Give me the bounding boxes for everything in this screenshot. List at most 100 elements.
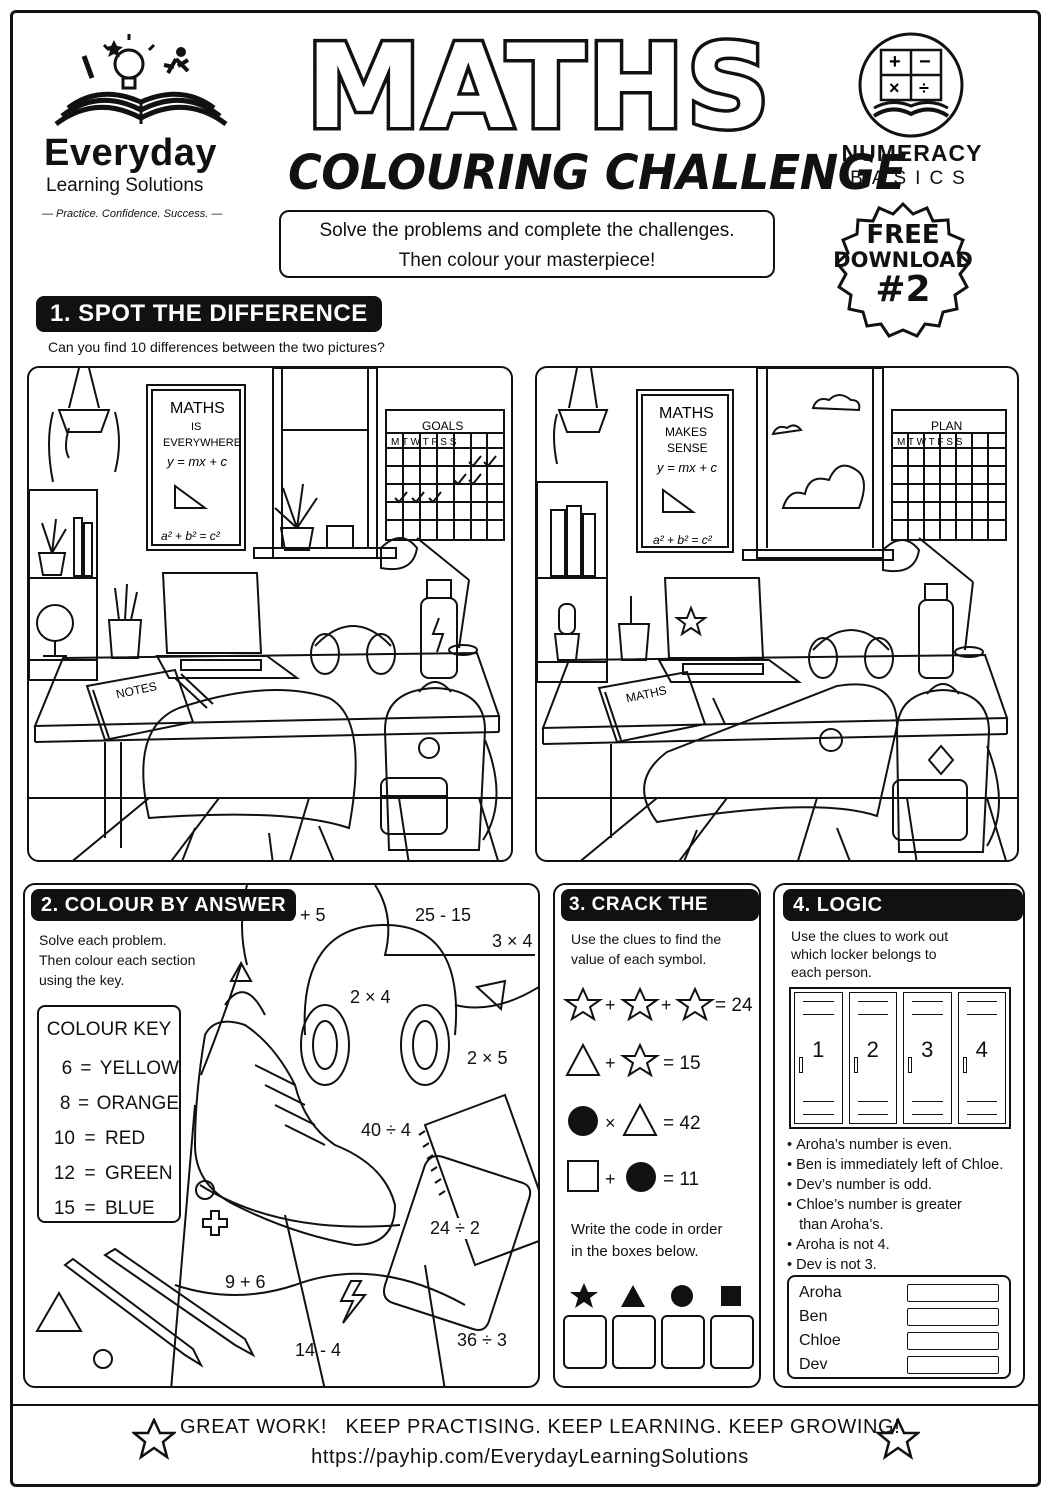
section4-panel: 4. LOGIC CHALLENGE Use the clues to work…: [773, 883, 1025, 1388]
star-icon: [876, 1418, 920, 1460]
locker-number: 1: [812, 1037, 825, 1062]
star-icon: [570, 1283, 598, 1308]
problem-1: 3 + 5: [285, 905, 326, 925]
intro-box: Solve the problems and complete the chal…: [279, 210, 775, 278]
s3-write-1: Write the code in order: [571, 1221, 723, 1238]
square-icon: [721, 1286, 741, 1306]
section3-instruction: Use the clues to find the value of each …: [571, 929, 721, 969]
problem-3: 3 × 4: [492, 931, 533, 951]
svg-text:M T W T F S S: M T W T F S S: [897, 437, 963, 448]
colour-key-title: COLOUR KEY: [46, 1019, 172, 1040]
section1-instruction: Can you find 10 differences between the …: [48, 339, 385, 355]
right-poster-line3: SENSE: [667, 441, 708, 455]
svg-text:y = mx + c: y = mx + c: [166, 454, 227, 469]
circle-icon: [626, 1162, 656, 1192]
logo-name: Everyday: [44, 132, 218, 174]
locker: 3: [903, 992, 952, 1124]
code-order-symbols: [570, 1283, 741, 1308]
svg-text:×: ×: [889, 78, 900, 98]
s4-instruction-2: which locker belongs to: [791, 946, 937, 962]
problem-4: 2 × 4: [350, 987, 391, 1008]
clue-item: • Aroha is not 4.: [787, 1237, 890, 1253]
key-number: 8: [59, 1092, 71, 1114]
star-icon: [132, 1418, 176, 1460]
main-title: MATHS: [303, 20, 774, 155]
answer-field[interactable]: [907, 1332, 999, 1350]
answer-field[interactable]: [907, 1284, 999, 1302]
key-colour: RED: [105, 1127, 146, 1149]
answer-field[interactable]: [907, 1308, 999, 1326]
locker-number: 4: [975, 1037, 988, 1062]
person-name: Ben: [799, 1308, 828, 1325]
page-border: [10, 10, 1041, 1487]
person-name: Dev: [799, 1356, 828, 1373]
key-equals: =: [84, 1197, 96, 1219]
key-equals: =: [84, 1127, 96, 1149]
key-equals: =: [80, 1057, 92, 1079]
code-box-4[interactable]: [710, 1315, 754, 1369]
key-equals: =: [77, 1092, 90, 1114]
person-name: Aroha: [799, 1284, 842, 1301]
section4-heading: 4. LOGIC CHALLENGE: [783, 889, 1023, 948]
left-poster-line2: IS: [191, 421, 201, 433]
intro-line-1: Solve the problems and complete the chal…: [319, 220, 735, 241]
locker-vent: [857, 1101, 888, 1115]
answer-field[interactable]: [907, 1356, 999, 1374]
footer-link[interactable]: https://payhip.com/EverydayLearningSolut…: [311, 1446, 749, 1468]
circle-icon: [568, 1106, 598, 1136]
section3-heading: 3. CRACK THE CODE: [561, 889, 759, 947]
answer-row: Aroha: [799, 1281, 999, 1305]
eq3-op1: ×: [605, 1113, 616, 1133]
code-equations: [562, 986, 716, 1192]
left-poster-line3: EVERYWHERE: [163, 437, 241, 449]
eq1-result: = 24: [715, 995, 753, 1016]
locker-number: 2: [866, 1037, 879, 1062]
left-notebook-label: NOTES: [115, 679, 158, 701]
free-line-3: #2: [875, 269, 931, 311]
answer-row: Chloe: [799, 1329, 999, 1353]
colour-by-answer-illustration: [35, 885, 538, 1386]
section2-panel: 2. COLOUR BY ANSWER Solve each problem. …: [23, 883, 540, 1388]
right-poster-line2: MAKES: [665, 425, 707, 439]
clue-item: • Dev’s number is odd.: [787, 1177, 933, 1193]
code-box-3[interactable]: [661, 1315, 705, 1369]
circle-icon: [671, 1285, 693, 1307]
eq1-op1: +: [605, 995, 616, 1015]
svg-text:a² + b² = c²: a² + b² = c²: [161, 529, 221, 543]
clue-item: • Ben is immediately left of Chloe.: [787, 1157, 1004, 1173]
eq1-op2: +: [661, 995, 672, 1015]
code-box-1[interactable]: [563, 1315, 607, 1369]
problem-5: 2 × 5: [467, 1048, 508, 1068]
problem-2: 25 - 15: [415, 905, 472, 925]
numeracy-label: NUMERACY: [841, 140, 983, 166]
locker-handle: [853, 1057, 858, 1073]
locker-vent: [857, 1001, 888, 1015]
clue-text: Dev is not 3.: [796, 1257, 877, 1273]
book-lightbulb-icon: [54, 34, 228, 127]
logo-tagline: — Practice. Confidence. Success. —: [42, 208, 223, 220]
eq3-result: = 42: [663, 1113, 701, 1134]
left-calendar-title: GOALS: [422, 419, 463, 433]
section3-panel: 3. CRACK THE CODE Use the clues to find …: [553, 883, 761, 1388]
s2-instruction-2: Then colour each section: [39, 952, 196, 968]
s4-instruction-3: each person.: [791, 964, 872, 980]
operations-book-icon: + − × ÷: [858, 32, 964, 138]
section3-write: Write the code in order in the boxes bel…: [571, 1219, 722, 1263]
star-icon: [619, 1042, 661, 1078]
key-colour: GREEN: [105, 1162, 173, 1184]
code-box-2[interactable]: [612, 1315, 656, 1369]
locker-vent: [966, 1001, 997, 1015]
logic-clues: • Aroha’s number is even.• Ben is immedi…: [787, 1135, 1023, 1275]
svg-text:a² + b² = c²: a² + b² = c²: [653, 533, 713, 547]
answer-row: Dev: [799, 1353, 999, 1377]
clue-item: than Aroha’s.: [787, 1215, 1023, 1235]
key-equals: =: [84, 1162, 96, 1184]
lockers: 1 2 3 4: [789, 987, 1011, 1129]
scene-left: MATHS IS EVERYWHERE y = mx + c a² + b² =…: [27, 366, 513, 862]
square-icon: [567, 1160, 599, 1192]
person-name: Chloe: [799, 1332, 841, 1349]
footer-divider: [12, 1404, 1039, 1406]
eq4-result: = 11: [663, 1169, 700, 1190]
scene-right: MATHS MAKES SENSE y = mx + c a² + b² = c…: [535, 366, 1019, 862]
